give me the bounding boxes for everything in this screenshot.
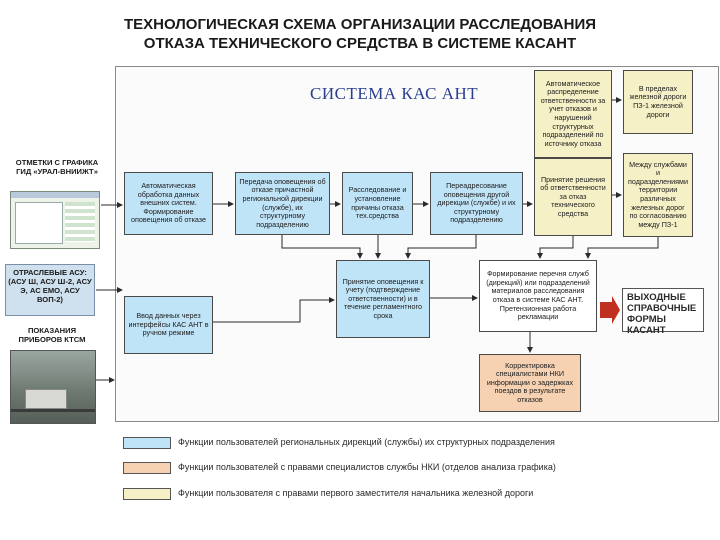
gid-screenshot <box>10 191 100 249</box>
legend-text-deputy: Функции пользователя с правами первого з… <box>178 488 534 498</box>
diagram-title-line2: ОТКАЗА ТЕХНИЧЕСКОГО СРЕДСТВА В СИСТЕМЕ К… <box>143 35 577 52</box>
system-label: СИСТЕМА КАС АНТ <box>310 84 479 103</box>
legend-text-regional: Функции пользователей региональных дирек… <box>178 437 555 447</box>
box-manual-input: Ввод данных через интерфейсы КАС АНТ в р… <box>124 296 213 354</box>
source-asu-label: ОТРАСЛЕВЫЕ АСУ: (АСУ Ш, АСУ Ш-2, АСУ Э, … <box>5 264 95 316</box>
box-accept: Принятие оповещения к учету (подтвержден… <box>336 260 430 338</box>
ktsm-photo <box>10 350 96 424</box>
legend-swatch-regional <box>123 437 171 449</box>
legend-text-nki: Функции пользователей с правами специали… <box>178 462 556 472</box>
box-redirect: Переадресование оповещения другой дирекц… <box>430 172 523 235</box>
box-notify-transfer: Передача оповещения об отказе причастной… <box>235 172 330 235</box>
box-auto-account: Автоматическое распределение ответственн… <box>534 70 612 158</box>
box-between-roads: Между службами и подразделениями террито… <box>623 153 693 237</box>
legend-swatch-deputy <box>123 488 171 500</box>
source-gid-label: ОТМЕТКИ С ГРАФИКА ГИД «УРАЛ-ВНИИЖТ» <box>15 158 99 176</box>
box-responsibility: Принятие решения об ответственности за о… <box>534 158 612 236</box>
output-forms-label: ВЫХОДНЫЕ СПРАВОЧНЫЕ ФОРМЫ КАСАНТ <box>622 288 704 336</box>
box-in-road: В пределах железной дороги ПЗ-1 железной… <box>623 70 693 134</box>
box-form-list: Формирование перечня служб (дирекций) ил… <box>479 260 597 332</box>
system-frame <box>115 66 719 422</box>
source-ktsm-label: ПОКАЗАНИЯ ПРИБОРОВ КТСМ <box>18 326 86 344</box>
legend-swatch-nki <box>123 462 171 474</box>
box-auto-processing: Автоматическая обработка данных внешних … <box>124 172 213 235</box>
box-nki-correction: Корректировка специалистами НКИ информац… <box>479 354 581 412</box>
box-investigation: Расследование и установление причины отк… <box>342 172 413 235</box>
diagram-title-line1: ТЕХНОЛОГИЧЕСКАЯ СХЕМА ОРГАНИЗАЦИИ РАССЛЕ… <box>123 16 597 33</box>
